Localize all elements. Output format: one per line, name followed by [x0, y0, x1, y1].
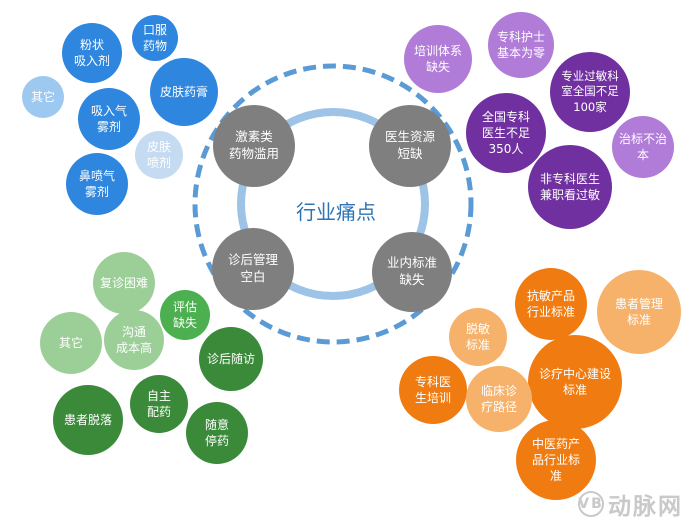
green-communication-cost: 沟通 成本高	[104, 310, 164, 370]
blue-skin-ointment: 皮肤药膏	[150, 58, 218, 126]
blue-oral-drugs: 口服 药物	[132, 15, 178, 61]
green-other: 其它	[40, 312, 102, 374]
orange-desensitization-standard: 脱敏 标准	[449, 308, 507, 366]
purple-training-missing: 培训体系 缺失	[404, 25, 472, 93]
green-revisit-hard: 复诊困难	[93, 252, 155, 314]
pillar-doctor-shortage: 医生资源 短缺	[369, 105, 451, 187]
purple-symptom-only: 治标不治 本	[612, 116, 674, 178]
outer-dashed-ring	[192, 63, 474, 345]
pillar-followup-gap: 诊后管理 空白	[212, 228, 294, 310]
core-title: 行业痛点	[296, 200, 376, 224]
orange-patient-mgmt-standard: 患者管理 标准	[597, 270, 681, 354]
orange-tcm-standard: 中医药产 品行业标 准	[516, 420, 596, 500]
blue-inhaler-aerosol: 吸入气 雾剂	[78, 88, 140, 150]
pillar-standard-missing: 业内标准 缺失	[372, 232, 452, 312]
pillar-hormone-abuse: 激素类 药物滥用	[213, 105, 295, 187]
green-random-stop: 随意 停药	[186, 402, 248, 464]
purple-specialists-under-350: 全国专科 医生不足 350人	[466, 93, 546, 173]
watermark: VB 动脉网	[578, 487, 683, 521]
orange-center-building-standard: 诊疗中心建设 标准	[528, 335, 622, 429]
blue-powder-inhaler: 粉状 吸入剂	[62, 23, 122, 83]
green-followup-visit: 诊后随访	[199, 327, 263, 391]
orange-specialist-training: 专科医 生培训	[399, 356, 467, 424]
purple-dept-under-100: 专业过敏科 室全国不足 100家	[550, 52, 630, 132]
blue-other: 其它	[22, 76, 64, 118]
blue-skin-spray: 皮肤 喷剂	[135, 131, 183, 179]
green-assessment-missing: 评估 缺失	[160, 290, 210, 340]
blue-nasal-spray: 鼻喷气 雾剂	[66, 153, 128, 215]
orange-product-standard: 抗敏产品 行业标准	[515, 268, 587, 340]
watermark-logo: VB	[578, 491, 604, 517]
purple-part-time-doctors: 非专科医生 兼职看过敏	[528, 145, 612, 229]
green-patient-dropout: 患者脱落	[53, 385, 123, 455]
purple-nurse-zero: 专科护士 基本为零	[488, 12, 554, 78]
watermark-text: 动脉网	[608, 494, 683, 520]
orange-clinical-pathway: 临床诊 疗路径	[466, 366, 532, 432]
green-self-dispense: 自主 配药	[130, 375, 188, 433]
inner-ring	[237, 108, 429, 300]
